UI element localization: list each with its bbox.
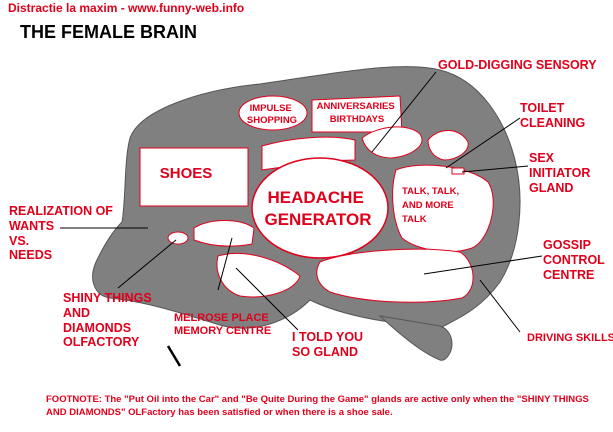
gossip-region [316, 248, 474, 303]
pointer-sex [461, 165, 529, 173]
driving-skills-label: DRIVING SKILLS [527, 332, 613, 344]
melrose-region [193, 220, 255, 247]
stray-mark [166, 345, 182, 367]
pointer-lines [60, 71, 543, 333]
pointer-gold-digging [371, 71, 437, 153]
page-title: THE FEMALE BRAIN [20, 22, 197, 42]
pointer-melrose [217, 237, 233, 291]
brain-stem [378, 315, 453, 361]
pointer-told-you [235, 267, 299, 331]
pointer-driving [479, 279, 521, 333]
sex-gland-region [451, 167, 465, 175]
anniversaries-label: ANNIVERSARIES BIRTHDAYS [317, 101, 398, 125]
headache-generator-region [251, 157, 389, 259]
impulse-label: IMPULSE SHOPPING [247, 103, 297, 126]
gold-digging-label: GOLD-DIGGING SENSORY [438, 58, 597, 72]
talk-label: TALK, TALK, AND MORE TALK [402, 186, 462, 225]
pointer-shiny [117, 239, 177, 289]
shoes-region [139, 147, 249, 207]
shiny-things-region [167, 231, 189, 245]
pointer-toilet [445, 117, 521, 169]
shoes-label: SHOES [160, 165, 213, 182]
headache-label: HEADACHE GENERATOR [264, 188, 371, 229]
pointer-gossip [423, 255, 543, 275]
impulse-shopping-region [238, 95, 308, 131]
site-watermark: Distractie la maxim - www.funny-web.info [8, 1, 245, 16]
toilet-region [427, 130, 469, 161]
told-you-region [216, 252, 301, 298]
footnote: FOOTNOTE: The "Put Oil into the Car" and… [46, 394, 589, 418]
